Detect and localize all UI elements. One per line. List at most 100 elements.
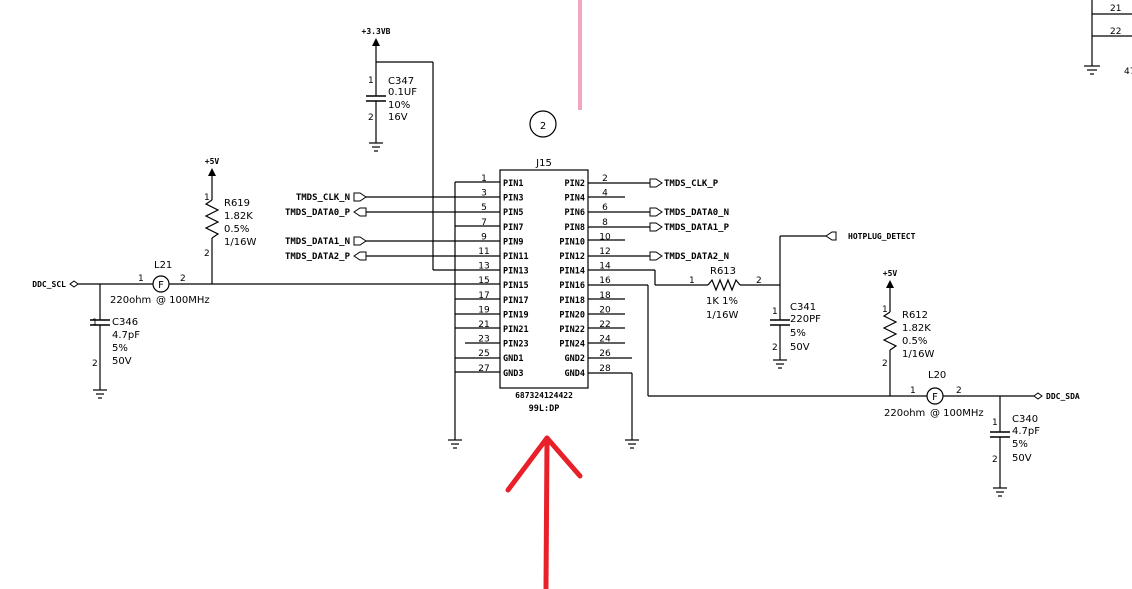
capacitor-c341: 1 2 C341 220PF 5% 50V bbox=[770, 302, 821, 360]
pin-name: GND1 bbox=[503, 354, 523, 364]
pin-number: 28 bbox=[599, 364, 611, 374]
pin-number: 14 bbox=[599, 262, 611, 272]
net-tmds-clk-n: TMDS_CLK_N bbox=[296, 192, 500, 203]
net-tmds-data0-p: TMDS_DATA0_P bbox=[285, 207, 500, 218]
component-tolerance: 0.5% bbox=[902, 336, 927, 347]
pin-number: 2 bbox=[882, 359, 888, 369]
pin-name: PIN24 bbox=[559, 340, 585, 350]
pin-number: 3 bbox=[481, 189, 487, 199]
net-label: HOTPLUG_DETECT bbox=[848, 232, 916, 241]
component-ref: R619 bbox=[224, 198, 250, 209]
pin-name: PIN6 bbox=[565, 208, 585, 218]
component-ref: R613 bbox=[710, 266, 736, 277]
component-voltage: 16V bbox=[388, 112, 408, 123]
net-label: TMDS_DATA2_P bbox=[285, 252, 351, 262]
pin-number: 21 bbox=[1110, 4, 1121, 14]
component-value: 4.7pF bbox=[112, 330, 140, 341]
component-ref: L20 bbox=[928, 370, 946, 381]
pin-number: 22 bbox=[1110, 27, 1121, 37]
component-tolerance: 0.5% bbox=[224, 224, 249, 235]
component-value: 4.7pF bbox=[1012, 426, 1040, 437]
net-tmds-data1-n: TMDS_DATA1_N bbox=[285, 236, 500, 247]
pin-number: 1 bbox=[481, 174, 487, 184]
gnd-symbol bbox=[448, 439, 462, 449]
pin-name: GND2 bbox=[565, 354, 585, 364]
component-tolerance: 5% bbox=[790, 328, 806, 339]
component-ref: C346 bbox=[112, 317, 138, 328]
pin-number: 2 bbox=[956, 386, 962, 396]
capacitor-c347: 1 2 C347 0.1UF 10% 16V bbox=[366, 76, 417, 143]
corner-fragment: 21 22 47 bbox=[1084, 0, 1132, 77]
gnd-symbol bbox=[993, 487, 1007, 497]
pin-number: 1 bbox=[882, 305, 888, 315]
component-voltage: 50V bbox=[112, 356, 132, 367]
component-impedance: 220ohm bbox=[110, 295, 151, 306]
net-tmds-data0-n: TMDS_DATA0_N bbox=[588, 207, 729, 218]
component-value: 1.82K bbox=[224, 211, 253, 222]
component-ref: L21 bbox=[154, 260, 172, 271]
component-tolerance: 5% bbox=[112, 343, 128, 354]
connector-part-number: 687324124422 bbox=[515, 391, 573, 400]
pin-number: 25 bbox=[478, 349, 489, 359]
pin-number: 20 bbox=[599, 305, 611, 315]
pin-name: GND4 bbox=[565, 369, 585, 379]
connector-type: 99L:DP bbox=[529, 404, 560, 414]
capacitor-c346: 1 2 C346 4.7pF 5% 50V bbox=[90, 317, 140, 390]
pin-name: PIN12 bbox=[559, 252, 585, 262]
resistor-r612: 1 2 R612 1.82K 0.5% 1/16W bbox=[882, 305, 934, 396]
pin-number: 1 bbox=[910, 386, 916, 396]
pin-number: 21 bbox=[478, 320, 489, 330]
net-label: TMDS_DATA0_P bbox=[285, 208, 351, 218]
pin-number: 2 bbox=[602, 174, 608, 184]
component-tolerance: 5% bbox=[1012, 439, 1028, 450]
gnd-symbol bbox=[625, 439, 639, 449]
component-tolerance: 10% bbox=[388, 100, 410, 111]
pin-number: 1 bbox=[138, 274, 144, 284]
gnd-symbol bbox=[93, 389, 107, 399]
right-pins: 2PIN24PIN46PIN68PIN810PIN1012PIN1214PIN1… bbox=[559, 174, 611, 379]
component-ref: C341 bbox=[790, 302, 816, 313]
component-power: 1/16W bbox=[706, 310, 738, 321]
pin-number: 11 bbox=[478, 247, 489, 257]
pin-name: PIN17 bbox=[503, 296, 529, 306]
component-value: 1K 1% bbox=[706, 296, 738, 307]
pin-number: 8 bbox=[602, 218, 608, 228]
component-voltage: 50V bbox=[790, 342, 810, 353]
component-frequency: @ 100MHz bbox=[930, 408, 984, 419]
power-5v-left: +5V bbox=[205, 157, 220, 176]
pin-number: 1 bbox=[92, 318, 98, 328]
ferrite-l20: F L20 1 2 220ohm @ 100MHz bbox=[884, 370, 984, 419]
component-voltage: 50V bbox=[1012, 453, 1032, 464]
pin-name: PIN22 bbox=[559, 325, 585, 335]
component-ref: C340 bbox=[1012, 414, 1038, 425]
pin-number: 26 bbox=[599, 349, 611, 359]
pin-number: 10 bbox=[599, 232, 611, 242]
resistor-r619: 1 2 R619 1.82K 0.5% 1/16W bbox=[204, 193, 256, 284]
ferrite-symbol: F bbox=[932, 392, 938, 403]
power-label: +5V bbox=[205, 157, 220, 166]
power-3v3b: +3.3VB bbox=[362, 27, 391, 46]
pin-number: 2 bbox=[992, 455, 998, 465]
pin-name: PIN20 bbox=[559, 310, 585, 320]
pin-number: 18 bbox=[599, 291, 611, 301]
ferrite-symbol: F bbox=[158, 280, 164, 291]
pin-name: PIN11 bbox=[503, 252, 529, 262]
pin-name: PIN21 bbox=[503, 325, 529, 335]
component-ref: C347 bbox=[388, 76, 414, 87]
circle-label: 2 bbox=[540, 121, 546, 132]
pin-number: 5 bbox=[481, 203, 487, 213]
component-ref: R612 bbox=[902, 310, 928, 321]
pin-number: 16 bbox=[599, 276, 611, 286]
